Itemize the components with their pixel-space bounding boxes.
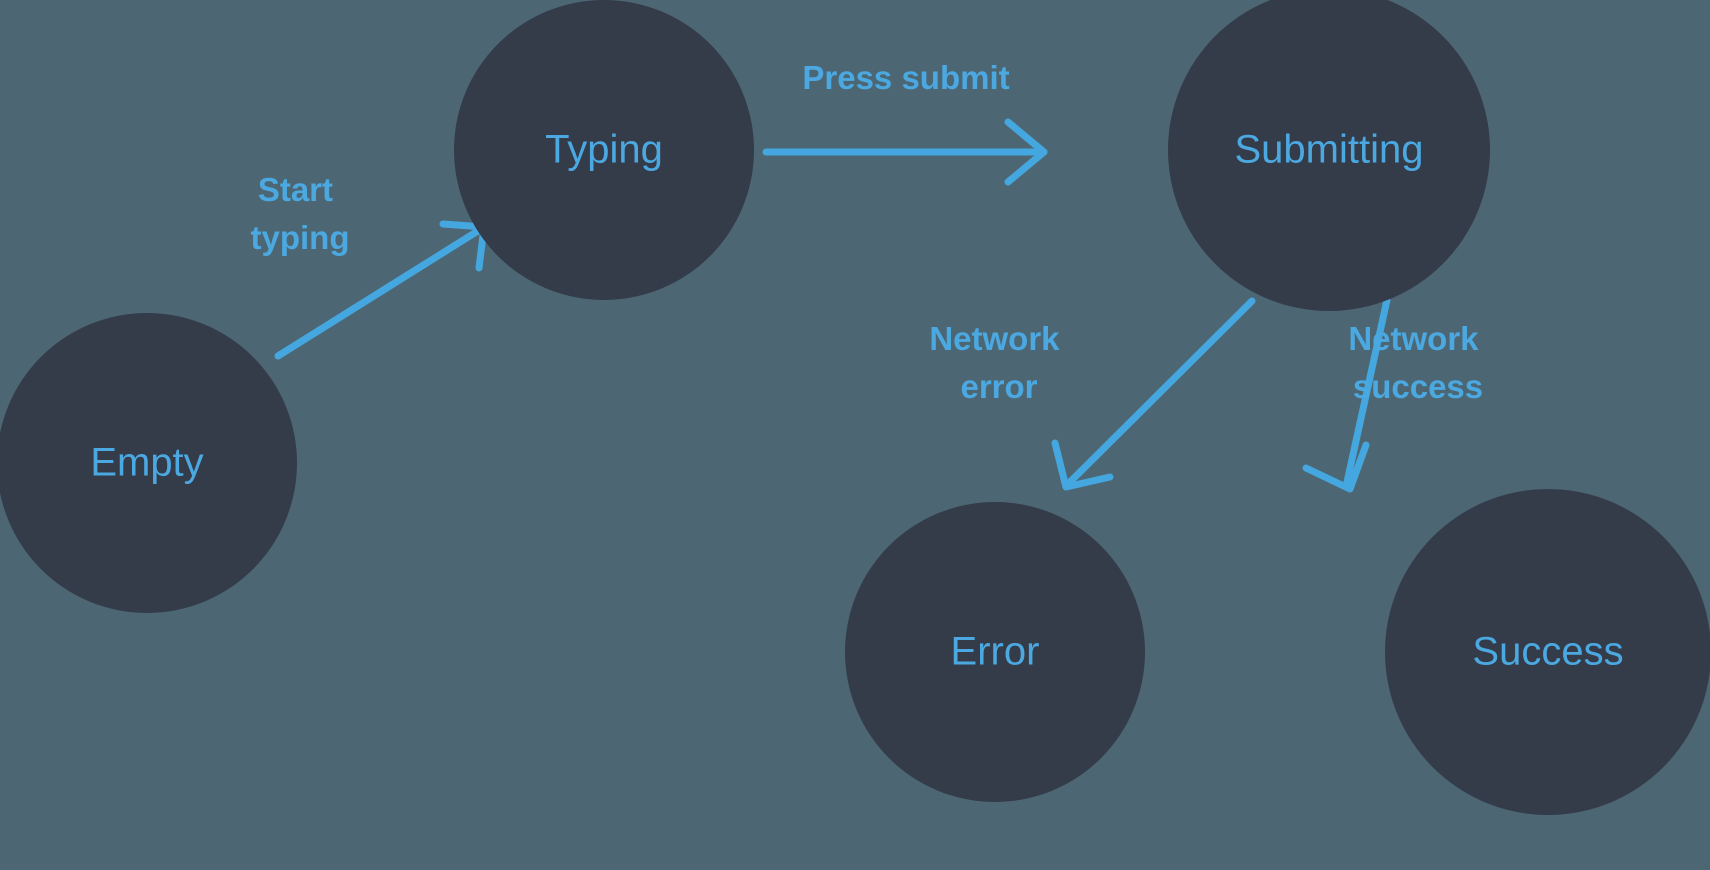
state-node-submitting[interactable]: Submitting — [1168, 0, 1490, 311]
arrowhead-icon-press-submit — [1004, 118, 1048, 186]
state-label-typing: Typing — [545, 128, 663, 172]
transition-label-network-error: Network error — [929, 320, 1068, 405]
transition-label-line: Press submit — [802, 59, 1009, 96]
transition-label-network-success: Network success — [1348, 320, 1487, 405]
transition-submitting-to-success[interactable]: Network success — [1302, 296, 1488, 493]
state-label-submitting: Submitting — [1235, 128, 1424, 172]
state-node-typing[interactable]: Typing — [454, 0, 754, 300]
transition-line-start-typing — [274, 225, 485, 360]
state-circle-error — [845, 502, 1145, 802]
transition-submitting-to-error[interactable]: Network error — [929, 297, 1256, 491]
state-circle-typing — [454, 0, 754, 300]
transition-line-network-error — [1066, 297, 1256, 486]
transition-label-line: Network — [1348, 320, 1479, 357]
transition-label-line: Start — [258, 171, 333, 208]
state-circle-empty — [0, 313, 297, 613]
state-node-empty[interactable]: Empty — [0, 313, 297, 613]
arrowhead-icon-network-error — [1051, 439, 1114, 491]
transition-label-line: typing — [251, 219, 350, 256]
state-circle-success — [1385, 489, 1710, 815]
transition-label-press-submit: Press submit — [802, 59, 1009, 96]
transition-label-line: Network — [929, 320, 1060, 357]
transition-label-start-typing: Start typing — [251, 171, 350, 256]
state-label-success: Success — [1472, 630, 1623, 674]
state-node-error[interactable]: Error — [845, 502, 1145, 802]
state-label-error: Error — [951, 630, 1040, 674]
transition-typing-to-submitting[interactable]: Press submit — [762, 59, 1048, 186]
transition-empty-to-typing[interactable]: Start typing — [251, 171, 488, 360]
state-circle-submitting — [1168, 0, 1490, 311]
state-node-success[interactable]: Success — [1385, 489, 1710, 815]
arrowhead-icon-network-success — [1302, 441, 1370, 493]
transition-label-line: error — [960, 368, 1037, 405]
transition-line-network-success — [1343, 296, 1391, 486]
transition-label-line: success — [1353, 368, 1483, 405]
state-label-empty: Empty — [90, 441, 203, 485]
